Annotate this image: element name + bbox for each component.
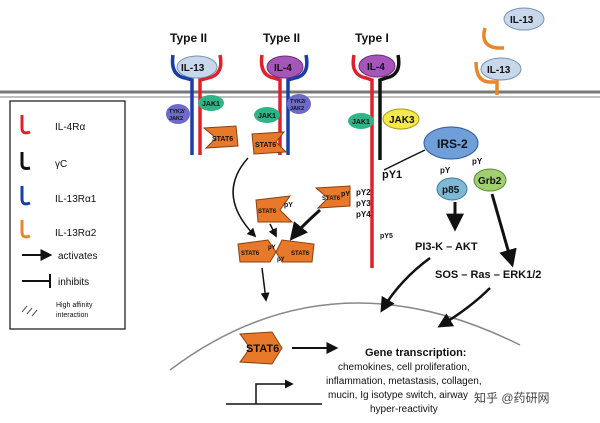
- legend-label: High affinity: [56, 302, 93, 309]
- watermark: 知乎 @药研网: [474, 391, 550, 405]
- phospho-label: pY: [284, 202, 293, 209]
- il13-ligand: [176, 55, 218, 79]
- il4-ligand: [358, 54, 396, 78]
- activation-arrow: [490, 193, 517, 268]
- irs2-label: IRS-2: [437, 137, 468, 151]
- kinase-label: TYK2/: [290, 99, 306, 105]
- inhibits-legend-icon: [22, 274, 51, 288]
- il13-free-ligand: [503, 7, 545, 31]
- tyk2-kinase: [287, 94, 311, 114]
- transcription-line: inflammation, metastasis, collagen,: [326, 376, 482, 387]
- receptor-type-label: Type II: [263, 31, 300, 45]
- phospho-site-label: pY3: [356, 199, 371, 208]
- jak1-kinase: [254, 107, 280, 123]
- legend-label: inhibits: [58, 277, 89, 288]
- stat6-phospho-protein: [255, 195, 294, 223]
- type2-il4-receptor: [259, 54, 309, 155]
- stat6-label: STAT6: [258, 209, 277, 215]
- phospho-label: pY: [268, 245, 276, 251]
- stat6-nuclear-label: STAT6: [246, 343, 279, 355]
- legend-label: interaction: [56, 312, 88, 319]
- il4-ligand: [266, 55, 304, 79]
- kinase-label: JAK3: [389, 115, 415, 126]
- kinase-label: JAK1: [202, 101, 220, 108]
- stat6-dimer: [237, 239, 315, 263]
- stat6-label: STAT6: [212, 136, 233, 143]
- p85-protein: [436, 177, 468, 201]
- pathway-label: SOS – Ras – ERK1/2: [435, 269, 541, 281]
- receptor-type-label: Type II: [170, 31, 207, 45]
- p85-label: p85: [442, 185, 460, 196]
- phospho-site-label: pY5: [380, 233, 393, 240]
- stat6-protein: [251, 131, 288, 155]
- activation-arrow: [289, 208, 322, 241]
- stat6-label: STAT6: [241, 251, 260, 257]
- stat6-protein: [202, 125, 239, 149]
- transcription-line: chemokines, cell proliferation,: [338, 362, 470, 373]
- legend-box: [9, 100, 126, 330]
- stat6-phospho-protein: [314, 185, 351, 209]
- stat6-nuclear: [239, 331, 283, 365]
- phospho-label: pY: [277, 257, 285, 263]
- phospho-site-label: pY1: [382, 169, 402, 181]
- kinase-label: JAK1: [258, 113, 276, 120]
- il13ra1-legend-icon: [20, 186, 31, 206]
- irs2-connector: [383, 149, 426, 171]
- activation-arrow: [380, 256, 431, 313]
- receptor-type-label: Type I: [355, 31, 389, 45]
- kinase-label: JAK2: [169, 116, 183, 122]
- activation-arrow: [260, 267, 270, 302]
- il13-bound-ligand: [480, 57, 522, 81]
- high-affinity-legend-icon: [21, 305, 38, 317]
- jak1-kinase: [198, 95, 224, 111]
- kinase-label: TYK2/: [169, 109, 185, 115]
- gc-legend-icon: [20, 152, 31, 170]
- tyk2-kinase: [166, 104, 190, 124]
- stat6-label: STAT6: [291, 251, 310, 257]
- legend-label: activates: [58, 251, 97, 262]
- jak1-kinase: [348, 113, 374, 129]
- stat6-label: STAT6: [255, 142, 276, 149]
- dna-promoter: [226, 379, 322, 405]
- jak3-kinase: [382, 108, 420, 130]
- activation-arrow: [232, 157, 257, 238]
- nuclear-membrane: [169, 302, 521, 371]
- il13ra2-legend-icon: [20, 220, 31, 239]
- transcription-line: hyper-reactivity: [370, 404, 438, 415]
- type1-receptor: [351, 54, 401, 268]
- il4ra-legend-icon: [20, 115, 31, 135]
- transcription-line: mucin, Ig isotype switch, airway: [328, 390, 468, 401]
- irs2-protein: [423, 126, 479, 160]
- legend-label: IL-4Rα: [55, 122, 85, 133]
- il13-ligand-label: IL-13: [487, 65, 511, 76]
- il13ra2-receptor: [474, 27, 504, 95]
- stat6-label: STAT6: [322, 196, 341, 202]
- pathway-label: PI3-K – AKT: [415, 241, 478, 253]
- il4-ligand-label: IL-4: [274, 63, 292, 74]
- legend-label: γC: [55, 159, 67, 170]
- kinase-label: JAK2: [290, 106, 304, 112]
- grb2-protein: [473, 168, 507, 192]
- il13-ligand-label: IL-13: [181, 63, 205, 74]
- legend-label: IL-13Rα2: [55, 228, 97, 239]
- kinase-label: JAK1: [352, 119, 370, 126]
- phospho-label: pY: [472, 157, 483, 166]
- phospho-site-label: pY2: [356, 188, 371, 197]
- grb2-label: Grb2: [478, 176, 502, 187]
- transcription-title: Gene transcription:: [365, 347, 466, 359]
- activation-arrow: [268, 223, 277, 238]
- legend-label: IL-13Rα1: [55, 194, 97, 205]
- phospho-label: pY: [440, 166, 451, 175]
- il4-ligand-label: IL-4: [367, 62, 385, 73]
- phospho-site-label: pY4: [356, 210, 371, 219]
- activation-arrow: [437, 287, 491, 328]
- phospho-label: pY: [341, 191, 350, 198]
- il13-ligand-label: IL-13: [510, 15, 534, 26]
